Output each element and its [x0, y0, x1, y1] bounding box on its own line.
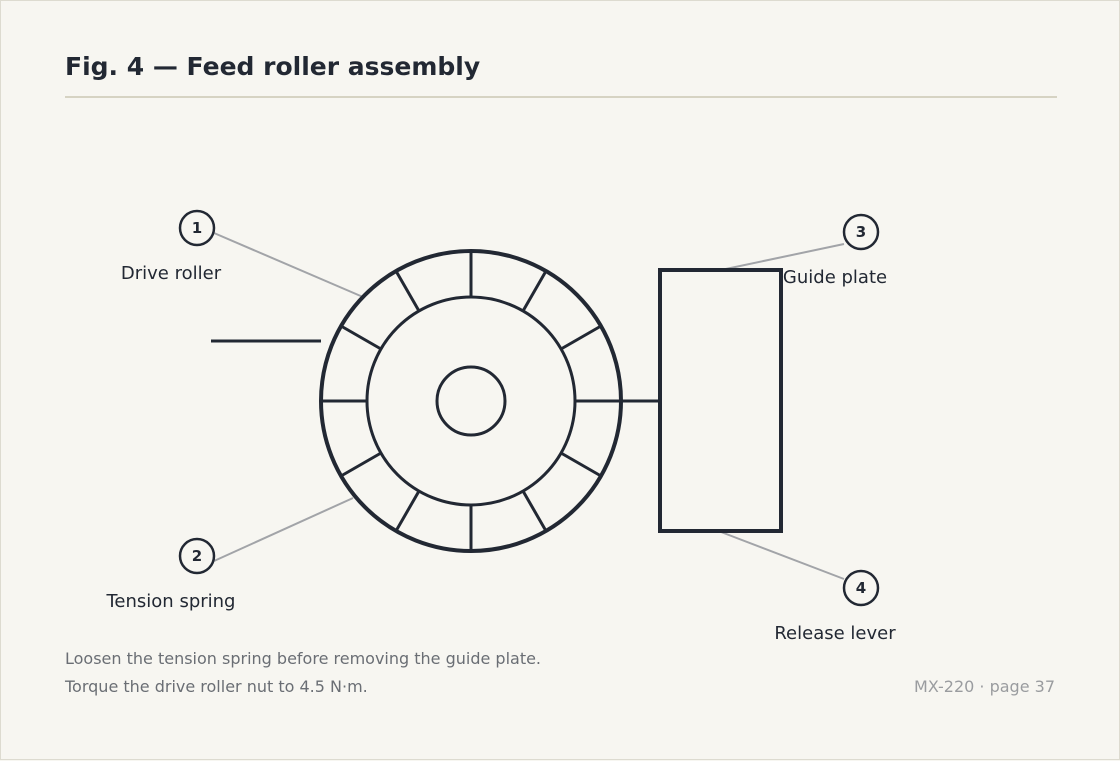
title-divider [65, 96, 1057, 98]
callout-number: 1 [192, 219, 202, 237]
callout-label-guide-plate: Guide plate [783, 267, 887, 288]
callout-2: 2 Tension spring [106, 537, 236, 612]
instruction-note-2: Torque the drive roller nut to 4.5 N·m. [65, 677, 368, 696]
callout-number: 3 [856, 223, 866, 241]
callout-4: 4 Release lever [774, 569, 896, 644]
figure-title: Fig. 4 — Feed roller assembly [65, 52, 481, 81]
leader-line-4 [720, 531, 845, 580]
leader-line-1 [213, 232, 364, 298]
callout-1: 1 Drive roller [121, 209, 222, 284]
callout-label-drive-roller: Drive roller [121, 263, 222, 284]
callout-label-release-lever: Release lever [774, 623, 896, 644]
callout-label-tension-spring: Tension spring [106, 591, 236, 612]
leader-line-2 [213, 497, 354, 562]
page-reference: MX-220 · page 37 [914, 677, 1055, 696]
callout-number: 2 [192, 547, 202, 565]
callout-3: 3 Guide plate [783, 213, 887, 288]
drive-roller-shape [319, 249, 623, 553]
leader-line-3 [720, 243, 845, 271]
guide-plate-shape [658, 268, 783, 533]
instruction-note-1: Loosen the tension spring before removin… [65, 649, 542, 668]
callout-number: 4 [856, 579, 866, 597]
